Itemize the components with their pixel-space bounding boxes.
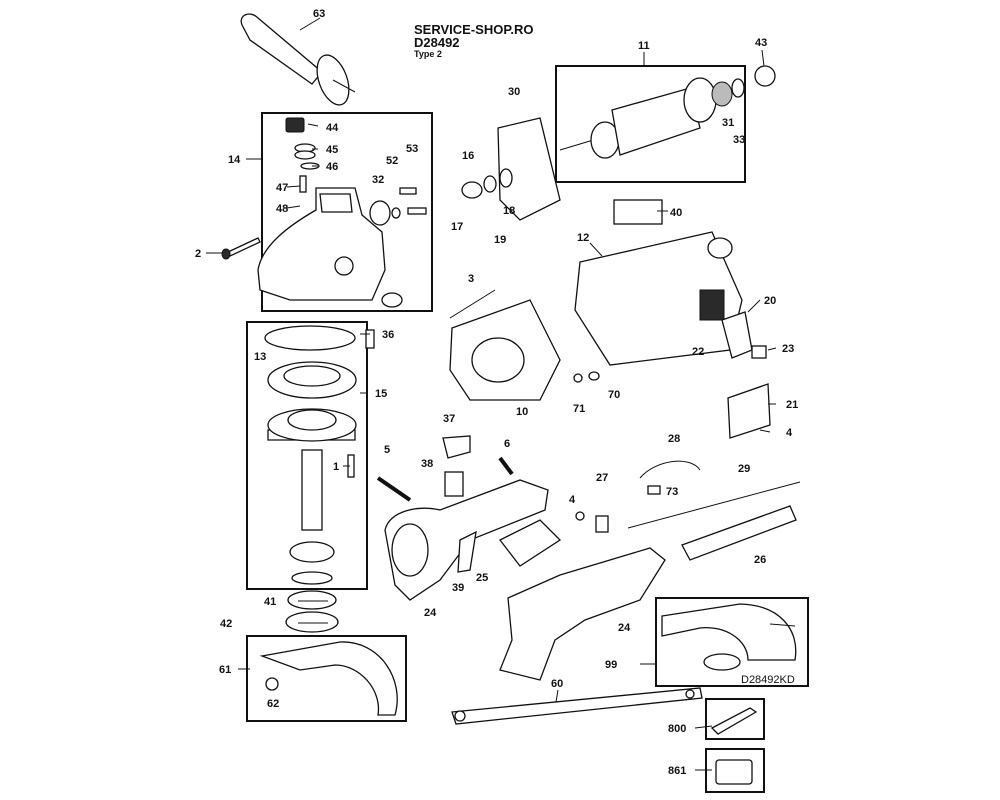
callout-30: 30 [508,86,520,98]
callout-2: 2 [195,248,201,260]
callout-99: 99 [605,659,617,671]
callout-70: 70 [608,389,620,401]
callout-44: 44 [326,122,339,134]
accessory-800 [710,707,758,735]
callout-31: 31 [722,117,734,129]
accessory-861 [715,759,753,785]
cord-protector [627,460,801,561]
callout-53: 53 [406,143,418,155]
callout-37: 37 [443,413,455,425]
field-stator [449,289,600,401]
callout-32: 32 [372,174,384,186]
header-type: Type 2 [414,49,442,59]
callout-63: 63 [313,8,325,20]
callout-22: 22 [692,346,704,358]
callout-23: 23 [782,343,794,355]
header-model: D28492 [414,35,460,50]
screw-4 [575,511,585,521]
callout-18: 18 [503,205,515,217]
side-handle [240,13,356,106]
callout-61: 61 [219,664,231,676]
callout-33: 33 [733,134,745,146]
callout-800: 800 [668,723,686,735]
kit-guard [661,603,797,671]
callout-62: 62 [267,698,279,710]
callout-43: 43 [755,37,767,49]
pin-5 [376,476,412,502]
brush-cover [727,383,771,439]
callout-73: 73 [666,486,678,498]
callout-13: 13 [254,351,266,363]
spanner [451,687,703,725]
callout-39: 39 [452,582,464,594]
callout-5: 5 [384,444,390,456]
callout-4: 4 [786,427,793,439]
gear-housing [257,117,427,308]
callout-1: 1 [333,461,339,473]
callout-40: 40 [670,207,682,219]
brush-holder [721,311,767,359]
callout-46: 46 [326,161,338,173]
callout-24b: 24 [618,622,631,634]
spindle-assembly [264,325,375,633]
lever-39 [457,530,477,573]
callout-48: 48 [276,203,288,215]
frame-kit [655,597,809,687]
label-plate [613,199,663,225]
callout-4b: 4 [569,494,576,506]
armature [559,65,776,159]
callout-19: 19 [494,234,506,246]
switch-25 [499,519,562,567]
callout-28: 28 [668,433,680,445]
motor-housing [574,231,743,366]
frame-guard [246,635,407,722]
callout-14: 14 [228,154,241,166]
callout-47: 47 [276,182,288,194]
callout-26: 26 [754,554,766,566]
clamp-27 [595,515,609,533]
frame-gear-head [261,112,433,312]
pin-6 [498,456,514,476]
callout-42: 42 [220,618,232,630]
callout-21: 21 [786,399,798,411]
frame-armature [555,65,746,183]
callout-36: 36 [382,329,394,341]
frame-spindle-assembly [246,321,368,590]
switch-button [442,435,471,497]
kit-model-label: D28492KD [741,674,795,686]
callout-15: 15 [375,388,387,400]
callout-12: 12 [577,232,589,244]
callout-60: 60 [551,678,563,690]
handle-half-right [499,547,666,681]
fan-baffle [461,117,561,221]
callout-16: 16 [462,150,474,162]
header-site: SERVICE-SHOP.RO [414,22,534,37]
callout-861: 861 [668,765,686,777]
callout-29: 29 [738,463,750,475]
callout-45: 45 [326,144,338,156]
callout-27: 27 [596,472,608,484]
callout-38: 38 [421,458,433,470]
callout-10: 10 [516,406,528,418]
callout-17: 17 [451,221,463,233]
callout-3: 3 [468,273,474,285]
leader-lines [206,17,796,771]
callout-11: 11 [638,40,650,52]
callout-25: 25 [476,572,488,584]
callout-6: 6 [504,438,510,450]
screw-2 [221,237,261,260]
wheel-guard [259,641,398,716]
callout-24a: 24 [424,607,437,619]
callout-20: 20 [764,295,776,307]
frame-accessory-800 [705,698,765,740]
callout-52: 52 [386,155,398,167]
callout-41: 41 [264,596,276,608]
callout-71: 71 [573,403,585,415]
